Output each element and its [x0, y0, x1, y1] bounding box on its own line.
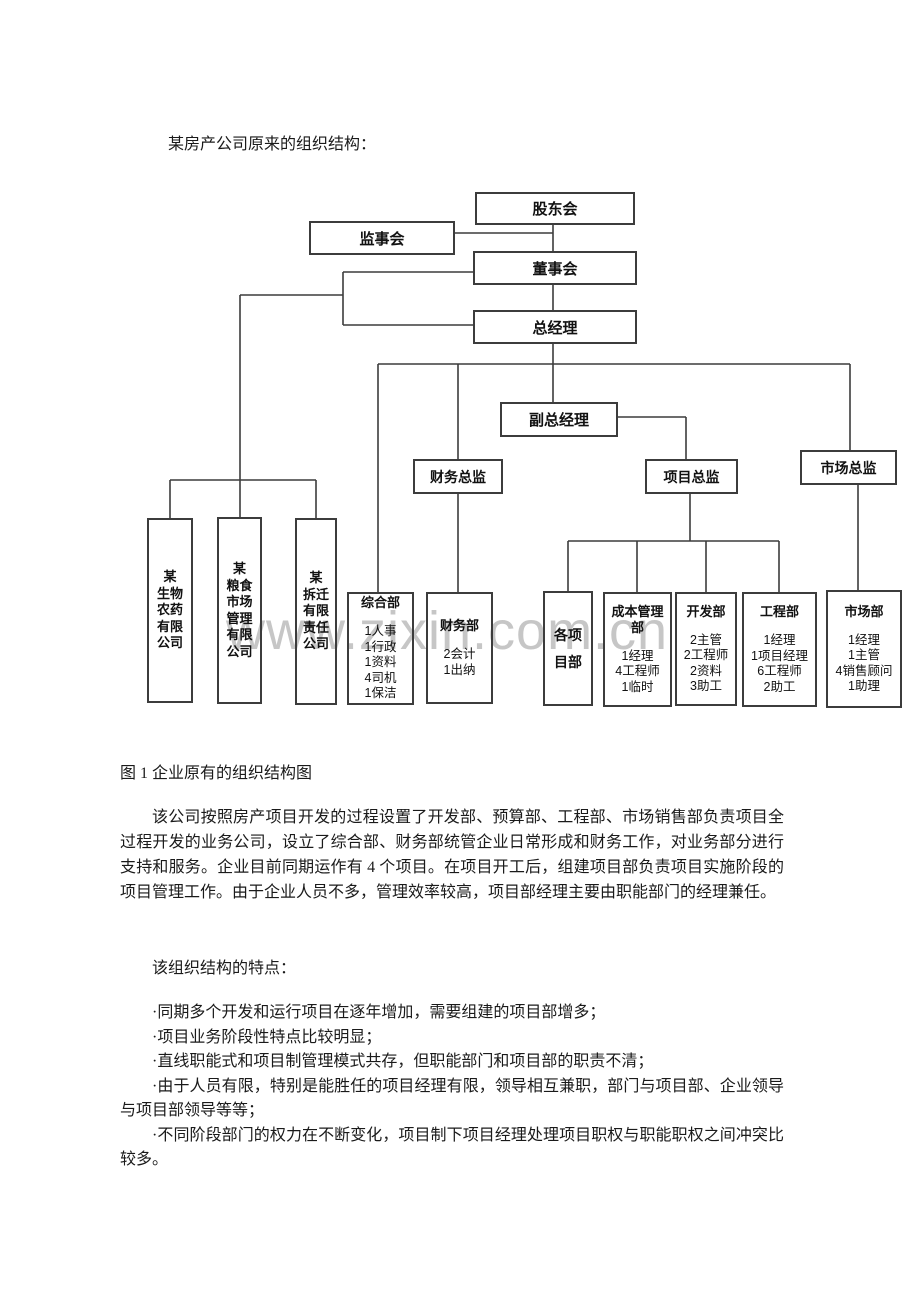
- intro-text: 某房产公司原来的组织结构：: [168, 136, 377, 153]
- dept-box-engineering: 工程部 1经理 1项目经理 6工程师 2助工: [742, 592, 817, 707]
- org-node-general-manager: 总经理: [473, 310, 637, 344]
- org-node-label: 市场总监: [820, 459, 877, 476]
- org-node-market-director: 市场总监: [800, 450, 897, 485]
- dept-box-general-affairs: 综合部 1人事 1行政 1资料 4司机 1保洁: [347, 592, 414, 705]
- org-chart-connectors: [169, 225, 859, 592]
- org-node-finance-director: 财务总监: [413, 459, 503, 494]
- dept-staff-list: 1经理 1项目经理 6工程师 2助工: [751, 633, 808, 694]
- dept-staff-list: 2会计 1出纳: [443, 647, 476, 677]
- dept-box-marketing: 市场部 1经理 1主管 4销售顾问 1助理: [826, 590, 902, 708]
- org-chart-figure: www.zixin.com.cn: [147, 192, 902, 708]
- features-heading: 该组织结构的特点：: [152, 960, 297, 977]
- org-node-project-director: 项目总监: [645, 459, 738, 494]
- subsidiary-name: 某 粮食 市场 管理 有限 公司: [226, 561, 253, 659]
- dept-name: 工程部: [759, 604, 799, 619]
- dept-name: 开发部: [686, 603, 726, 619]
- subsidiary-box-demolition: 某 拆迁 有限 责任 公司: [295, 518, 337, 705]
- dept-box-cost-management: 成本管理 部 1经理 4工程师 1临时: [603, 592, 672, 707]
- dept-staff-list: 1经理 4工程师 1临时: [615, 648, 660, 694]
- org-node-label: 董事会: [532, 260, 578, 278]
- dept-name: 综合部: [360, 595, 400, 611]
- dept-name: 成本管理 部: [611, 603, 664, 635]
- watermark-text: www.zixin.com.cn: [226, 601, 669, 661]
- dept-name: 各项 目部: [554, 626, 582, 670]
- dept-staff-list: 2主管 2工程师 2资料 3助工: [683, 632, 729, 694]
- subsidiary-box-grain-market: 某 粮食 市场 管理 有限 公司: [217, 517, 262, 704]
- org-node-label: 项目总监: [663, 468, 720, 485]
- org-node-label: 财务总监: [430, 468, 486, 485]
- org-node-label: 股东会: [532, 201, 578, 218]
- feature-bullet: ·由于人员有限，特别是能胜任的项目经理有限，领导相互兼职，部门与项目部、企业领导…: [120, 1077, 784, 1120]
- dept-name: 财务部: [439, 618, 479, 633]
- dept-box-project-departments: 各项 目部: [543, 591, 593, 706]
- org-node-board-of-directors: 董事会: [473, 251, 637, 285]
- dept-box-finance: 财务部 2会计 1出纳: [426, 592, 493, 704]
- body-paragraph: 该公司按照房产项目开发的过程设置了开发部、预算部、工程部、市场销售部负责项目全过…: [120, 809, 784, 901]
- dept-box-development: 开发部 2主管 2工程师 2资料 3助工: [675, 592, 737, 706]
- org-node-label: 副总经理: [528, 412, 589, 429]
- features-list: ·同期多个开发和运行项目在逐年增加，需要组建的项目部增多； ·项目业务阶段性特点…: [120, 1001, 784, 1173]
- dept-staff-list: 1人事 1行政 1资料 4司机 1保洁: [364, 624, 397, 701]
- dept-name: 市场部: [844, 603, 884, 619]
- org-node-supervisory-board: 监事会: [309, 221, 455, 255]
- org-node-deputy-general-manager: 副总经理: [500, 402, 618, 437]
- feature-bullet: ·不同阶段部门的权力在不断变化，项目制下项目经理处理项目职权与职能职权之间冲突比…: [120, 1126, 784, 1169]
- figure-caption: 图 1 企业原有的组织结构图: [120, 765, 313, 782]
- feature-bullet: ·项目业务阶段性特点比较明显；: [152, 1028, 382, 1046]
- subsidiary-name: 某 拆迁 有限 责任 公司: [302, 570, 329, 652]
- org-node-label: 监事会: [359, 230, 405, 248]
- subsidiary-name: 某 生物 农药 有限 公司: [156, 569, 183, 651]
- org-node-label: 总经理: [532, 319, 578, 337]
- subsidiary-box-bio-pesticide: 某 生物 农药 有限 公司: [147, 518, 193, 703]
- feature-bullet: ·同期多个开发和运行项目在逐年增加，需要组建的项目部增多；: [152, 1004, 606, 1021]
- feature-bullet: ·直线职能式和项目制管理模式共存，但职能部门和项目部的职责不清；: [152, 1053, 654, 1070]
- dept-staff-list: 1经理 1主管 4销售顾问 1助理: [835, 632, 893, 694]
- org-node-shareholders-meeting: 股东会: [475, 192, 635, 225]
